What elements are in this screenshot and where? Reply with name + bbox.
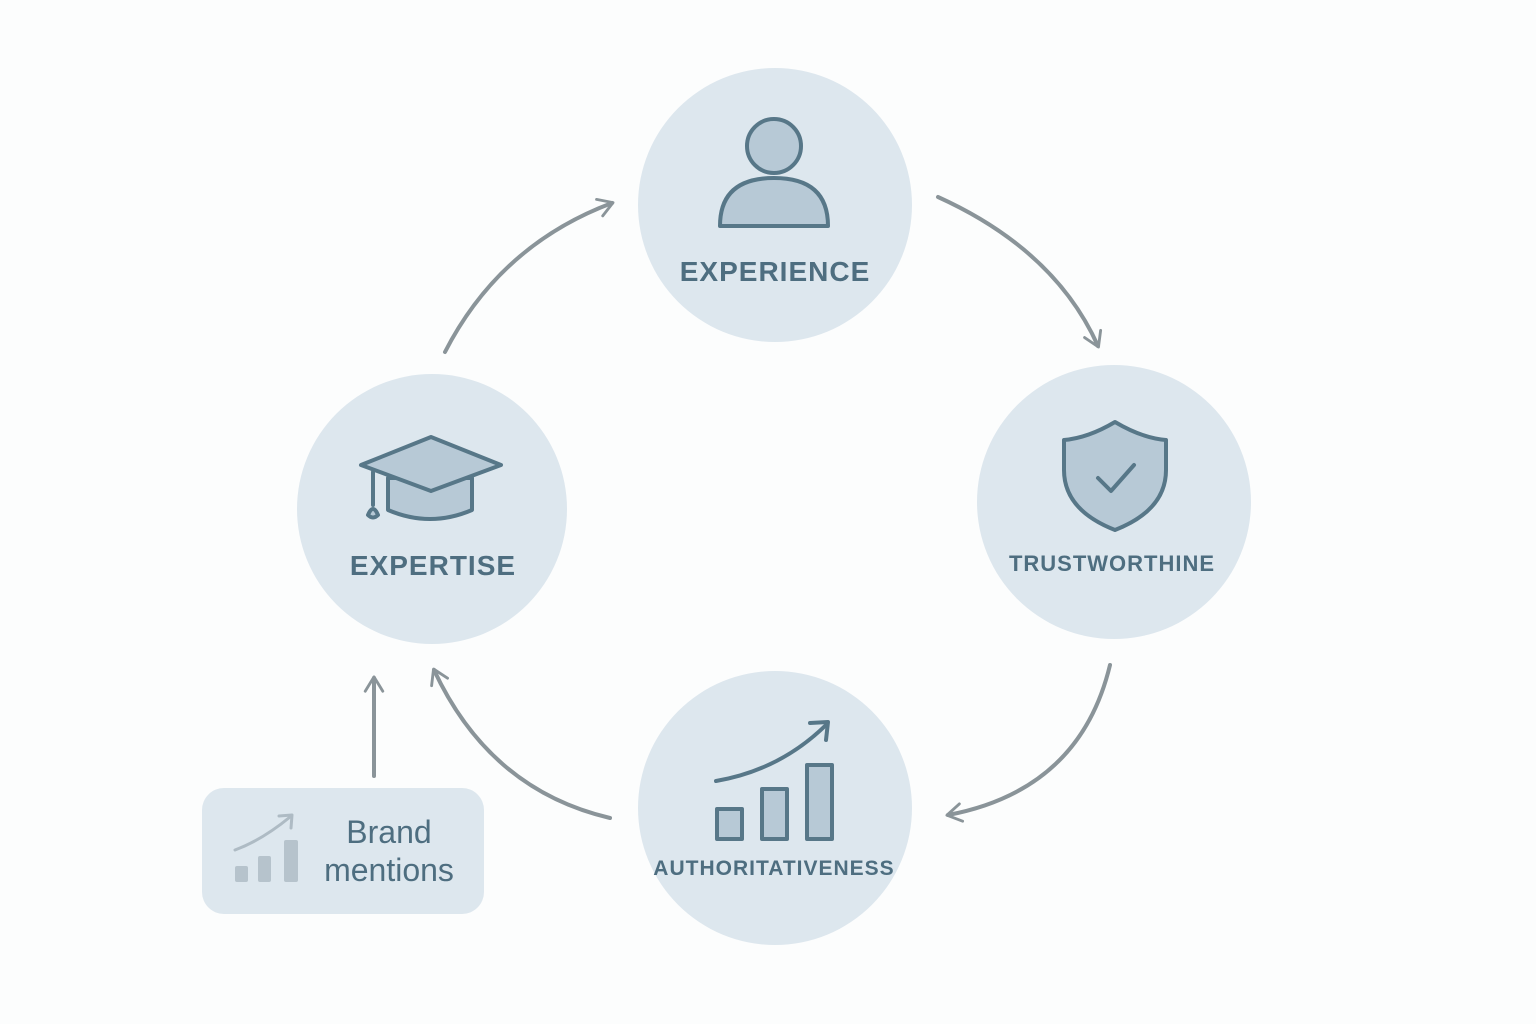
node-experience: EXPERIENCE	[638, 68, 912, 342]
arrow-trustworthiness-to-authoritativeness	[945, 663, 1112, 823]
arrow-expertise-to-experience	[443, 197, 615, 354]
growth-chart-icon	[714, 720, 834, 841]
user-icon	[718, 117, 830, 228]
node-expertise: EXPERTISE	[297, 374, 567, 644]
shield-check-icon	[1062, 420, 1168, 532]
brand-mentions-box: Brand mentions	[202, 788, 484, 914]
graduation-cap-icon	[359, 435, 503, 521]
experience-label: EXPERIENCE	[680, 256, 871, 287]
brand-mentions-background	[202, 788, 484, 914]
brand-mentions-line2: mentions	[324, 852, 454, 888]
arrow-experience-to-trustworthiness	[936, 195, 1103, 349]
brand-mentions-line1: Brand	[346, 814, 431, 850]
node-trustworthiness: TRUSTWORTHINE	[977, 365, 1251, 639]
expertise-label: EXPERTISE	[350, 550, 516, 581]
node-authoritativeness: AUTHORITATIVENESS	[638, 671, 912, 945]
authoritativeness-label: AUTHORITATIVENESS	[653, 857, 894, 880]
brand-growth-chart-icon	[233, 813, 298, 882]
arrow-authoritativeness-to-expertise	[430, 667, 612, 820]
trustworthiness-label: TRUSTWORTHINE	[1009, 551, 1215, 576]
